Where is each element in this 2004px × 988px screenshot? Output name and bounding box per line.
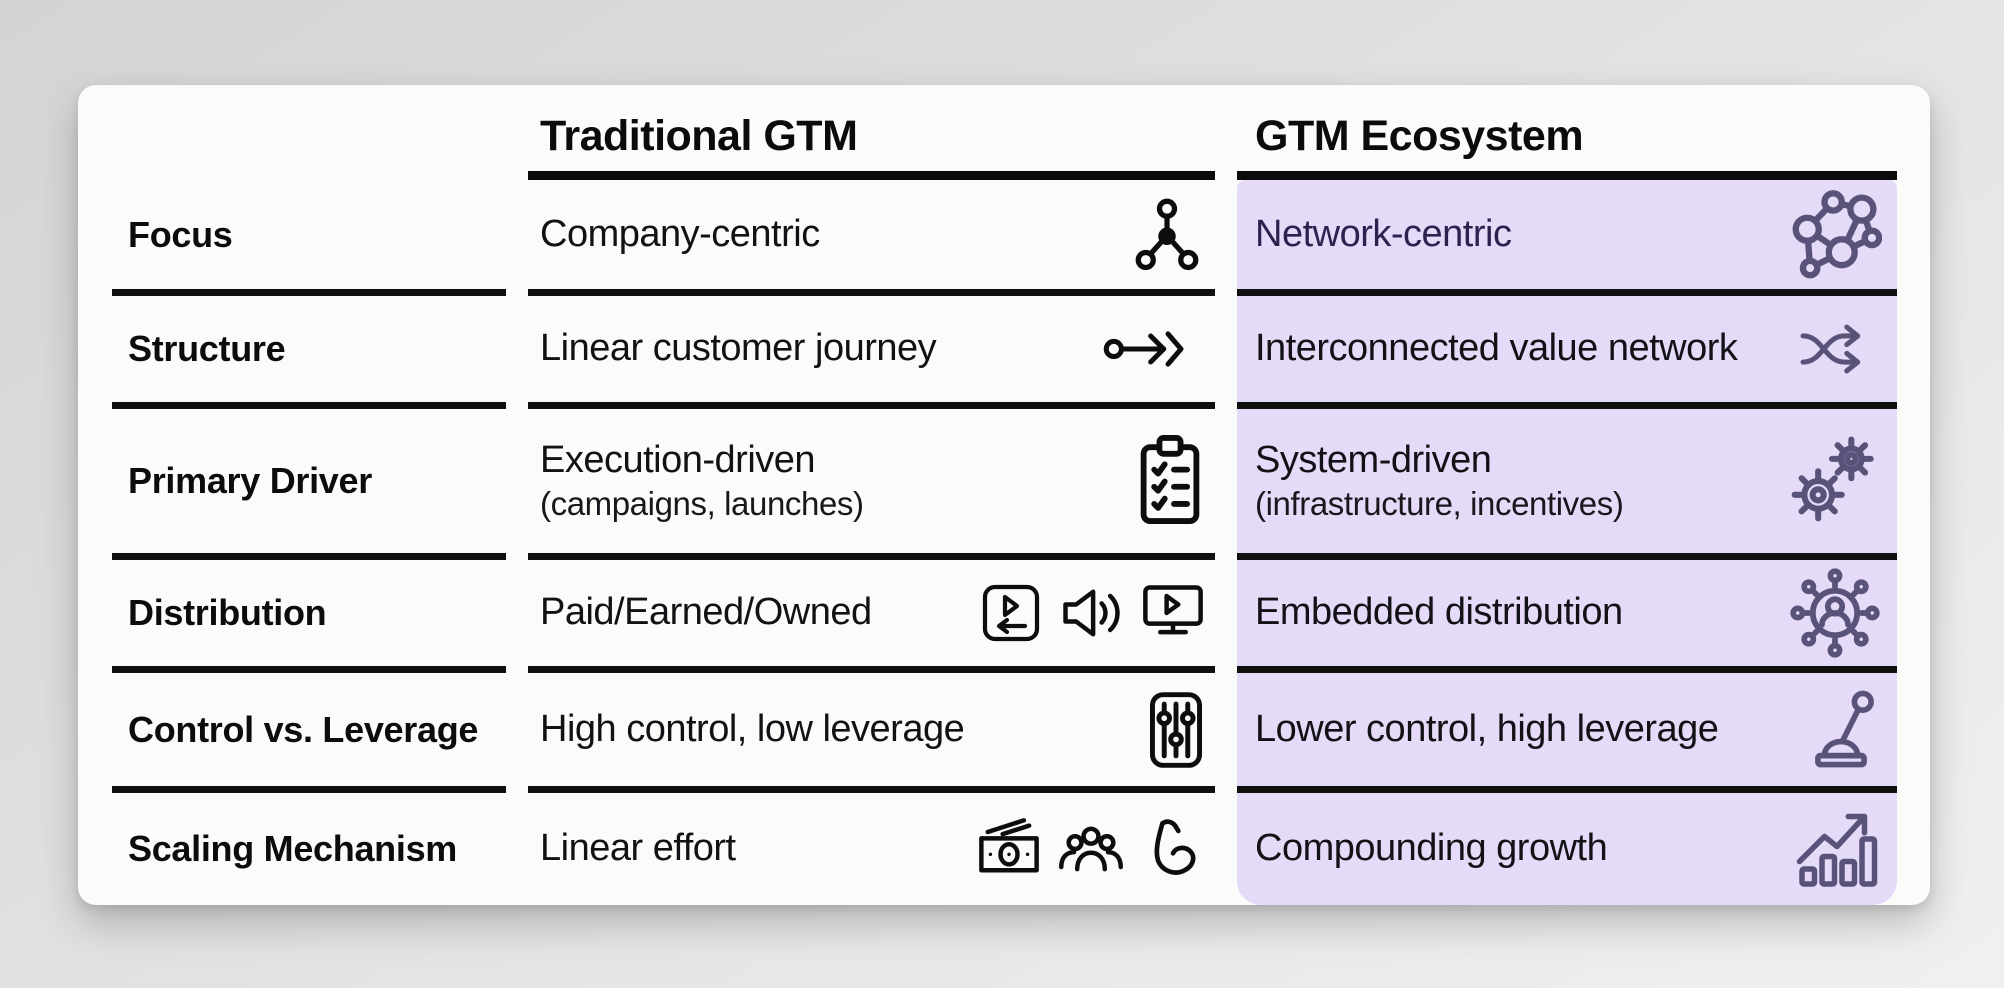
comparison-grid: Traditional GTM GTM Ecosystem Focus Comp… xyxy=(112,85,1897,905)
video-ad-icon xyxy=(979,581,1043,645)
sliders-icon xyxy=(1145,690,1207,770)
cell-icons xyxy=(975,815,1207,883)
shuffle-icon xyxy=(1794,314,1882,384)
row-label-control-vs-leverage: Control vs. Leverage xyxy=(112,673,506,793)
cell-subtext: (infrastructure, incentives) xyxy=(1255,485,1624,523)
cell-icons xyxy=(1790,189,1882,281)
cell-traditional-primary-driver: Execution-driven (campaigns, launches) xyxy=(528,409,1215,560)
cell-ecosystem-scaling: Compounding growth xyxy=(1237,793,1897,905)
cell-icons xyxy=(1800,689,1882,771)
growth-chart-icon xyxy=(1792,804,1882,894)
column-header-ecosystem: GTM Ecosystem xyxy=(1237,85,1897,180)
cell-text: Company-centric xyxy=(540,212,820,255)
cell-ecosystem-distribution: Embedded distribution xyxy=(1237,560,1897,673)
clipboard-checklist-icon xyxy=(1133,434,1207,529)
money-bill-icon xyxy=(975,815,1043,883)
column-header-traditional: Traditional GTM xyxy=(528,85,1215,180)
megaphone-icon xyxy=(1057,579,1125,647)
cell-text: Linear customer journey xyxy=(540,327,937,370)
cell-traditional-distribution: Paid/Earned/Owned xyxy=(528,560,1215,673)
gtm-ecosystem-title: GTM Ecosystem xyxy=(1255,112,1584,160)
lever-icon xyxy=(1800,689,1882,771)
row-label-distribution: Distribution xyxy=(112,560,506,673)
comparison-table-card: Traditional GTM GTM Ecosystem Focus Comp… xyxy=(78,85,1930,905)
cell-text: Interconnected value network xyxy=(1255,327,1738,370)
cell-traditional-scaling: Linear effort xyxy=(528,793,1215,905)
cell-text: Network-centric xyxy=(1255,212,1512,255)
cell-traditional-structure: Linear customer journey xyxy=(528,296,1215,409)
cell-traditional-control: High control, low leverage xyxy=(528,673,1215,793)
row-label-focus: Focus xyxy=(112,180,506,296)
cell-traditional-focus: Company-centric xyxy=(528,180,1215,296)
gears-icon xyxy=(1782,434,1882,528)
cell-icons xyxy=(979,579,1207,647)
cell-text: System-driven xyxy=(1255,438,1492,481)
traditional-gtm-title: Traditional GTM xyxy=(540,112,858,160)
cell-icons xyxy=(1133,434,1207,529)
cell-ecosystem-focus: Network-centric xyxy=(1237,180,1897,296)
cell-text: Lower control, high leverage xyxy=(1255,707,1719,750)
row-label-primary-driver: Primary Driver xyxy=(112,409,506,560)
header-spacer xyxy=(112,85,506,180)
hub-network-icon xyxy=(1127,195,1207,275)
cell-text: Paid/Earned/Owned xyxy=(540,591,872,634)
people-group-icon xyxy=(1057,815,1125,883)
cell-text: Execution-driven xyxy=(540,438,816,481)
cell-ecosystem-control: Lower control, high leverage xyxy=(1237,673,1897,793)
cell-ecosystem-primary-driver: System-driven (infrastructure, incentive… xyxy=(1237,409,1897,560)
cell-text: Embedded distribution xyxy=(1255,591,1623,634)
cell-icons xyxy=(1782,434,1882,528)
cell-text: Linear effort xyxy=(540,827,736,870)
muscle-arm-icon xyxy=(1139,815,1207,883)
cell-text: High control, low leverage xyxy=(540,707,965,750)
cell-text: Compounding growth xyxy=(1255,827,1608,870)
cell-icons xyxy=(1103,314,1207,384)
cell-icons xyxy=(1788,566,1882,660)
person-network-icon xyxy=(1788,566,1882,660)
cell-icons xyxy=(1792,804,1882,894)
mesh-network-icon xyxy=(1790,189,1882,281)
cell-subtext: (campaigns, launches) xyxy=(540,485,864,523)
row-label-scaling-mechanism: Scaling Mechanism xyxy=(128,828,458,870)
cell-ecosystem-structure: Interconnected value network xyxy=(1237,296,1897,409)
cell-icons xyxy=(1794,314,1882,384)
monitor-play-icon xyxy=(1139,579,1207,647)
cell-icons xyxy=(1127,195,1207,275)
arrow-journey-icon xyxy=(1103,314,1207,384)
row-label-structure: Structure xyxy=(112,296,506,409)
cell-icons xyxy=(1145,690,1207,770)
